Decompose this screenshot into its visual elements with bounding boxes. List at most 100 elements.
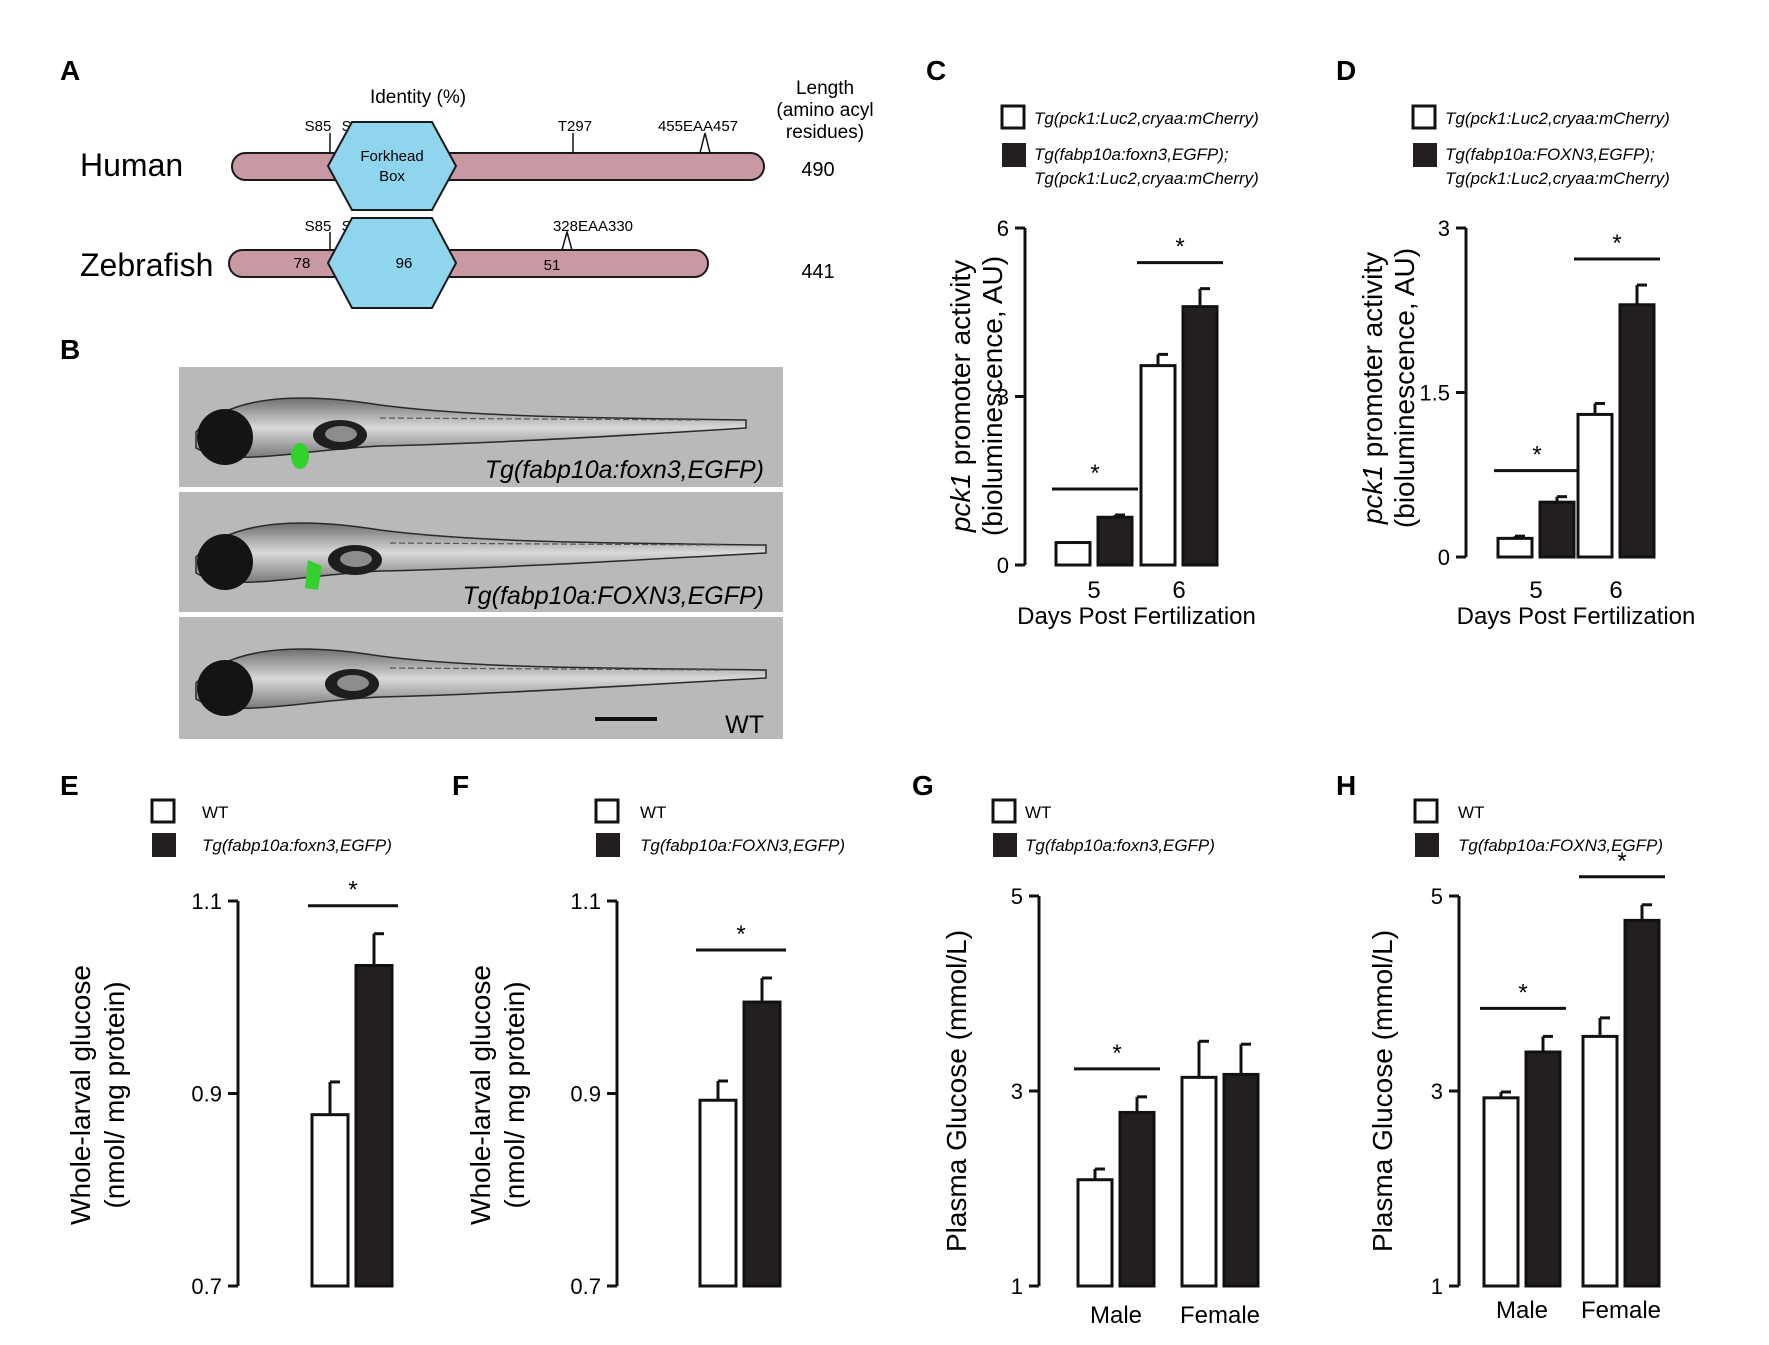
- y-tick-label: 3: [1438, 216, 1450, 241]
- y-axis-label-line1: pck1 promoter activity: [1357, 252, 1388, 525]
- legend-label-wt: WT: [640, 803, 666, 822]
- y-axis-label-line2: (nmol/ mg protein): [99, 981, 130, 1208]
- zebrafish-length: 441: [801, 261, 834, 283]
- y-tick-label: 5: [1431, 884, 1443, 909]
- larva-image-foxn3-human: Tg(fabp10a:FOXN3,EGFP): [179, 492, 783, 612]
- zebrafish-identity-3: 51: [544, 257, 561, 274]
- legend-label-transgenic: Tg(fabp10a:FOXN3,EGFP): [1458, 836, 1663, 855]
- zebrafish-identity-1: 78: [294, 255, 311, 272]
- legend-label-transgenic-1: Tg(fabp10a:FOXN3,EGFP);: [1445, 145, 1655, 164]
- bar-transgenic: [742, 1000, 782, 1288]
- significance-star: *: [1112, 1040, 1121, 1067]
- panel-a: A Identity (%) Length (amino acyl residu…: [60, 55, 874, 309]
- y-tick-label: 0: [997, 553, 1009, 578]
- zebrafish-identity-2: 96: [396, 255, 413, 272]
- significance-star: *: [736, 921, 745, 948]
- zebrafish-site-tick-eaa: [561, 229, 573, 251]
- panel-letter-f: F: [452, 770, 469, 801]
- y-tick-label: 3: [1431, 1079, 1443, 1104]
- y-axis-label: pck1 promoter activity(bioluminescence, …: [945, 256, 1008, 536]
- bar-control: [1180, 1075, 1218, 1288]
- y-tick-label: 3: [1011, 1079, 1023, 1104]
- bar-control: [1482, 1096, 1520, 1288]
- human-site-tick-eaa: [699, 132, 711, 154]
- x-axis-label: Days Post Fertilization: [1457, 603, 1696, 630]
- y-tick-label: 1: [1011, 1274, 1023, 1299]
- legend-swatch-transgenic: [596, 833, 620, 857]
- zebrafish-site-s85: S85: [305, 218, 332, 235]
- legend-label-transgenic-2: Tg(pck1:Luc2,cryaa:mCherry): [1034, 169, 1259, 188]
- x-category-label: 6: [1609, 577, 1622, 604]
- y-tick-label: 1: [1431, 1274, 1443, 1299]
- panel-letter-b: B: [60, 334, 80, 365]
- larva-label-foxn3-human: Tg(fabp10a:FOXN3,EGFP): [462, 582, 764, 610]
- bar-control: [1139, 364, 1177, 567]
- bar-control: [310, 1113, 350, 1288]
- y-tick-label: 1.5: [1419, 381, 1450, 406]
- larva-image-wt: WT: [179, 617, 783, 739]
- forkhead-label-1: Forkhead: [360, 148, 423, 165]
- y-axis-label-line2: (bioluminescence, AU): [1389, 248, 1420, 528]
- bar-transgenic: [1222, 1072, 1260, 1288]
- legend-swatch-wt: [1413, 798, 1439, 824]
- bar-transgenic: [1538, 500, 1576, 559]
- bar-transgenic: [1181, 305, 1219, 567]
- x-category-label: 5: [1087, 577, 1100, 604]
- bar-transgenic: [1118, 1110, 1156, 1288]
- bar-control: [1496, 536, 1534, 559]
- panel-letter-a: A: [60, 55, 80, 86]
- y-axis-label-line1: pck1 promoter activity: [945, 260, 976, 533]
- x-axis-label: Days Post Fertilization: [1017, 603, 1256, 630]
- y-tick-label: 0.7: [191, 1274, 222, 1299]
- y-axis-label-line1: Whole-larval glucose: [65, 965, 96, 1225]
- human-label: Human: [80, 147, 183, 183]
- legend-swatch-control: [1411, 104, 1437, 130]
- y-axis-label-line2: (bioluminescence, AU): [977, 256, 1008, 536]
- x-category-label: Male: [1496, 1297, 1548, 1324]
- larva-image-foxn3: Tg(fabp10a:foxn3,EGFP): [179, 367, 783, 487]
- legend-swatch-transgenic: [1413, 143, 1437, 167]
- zebrafish-site-eaa: 328EAA330: [553, 218, 633, 235]
- legend-label-transgenic-1: Tg(fabp10a:foxn3,EGFP);: [1034, 145, 1229, 164]
- y-axis-label: Plasma Glucose (mmol/L): [1367, 930, 1398, 1252]
- legend-label-transgenic: Tg(fabp10a:foxn3,EGFP): [1025, 836, 1215, 855]
- bar-control: [1076, 1178, 1114, 1288]
- length-label-2: (amino acyl: [776, 100, 873, 121]
- human-length: 490: [801, 159, 834, 181]
- zebrafish-label: Zebrafish: [80, 247, 213, 283]
- legend-swatch-wt: [594, 798, 620, 824]
- legend-d: Tg(pck1:Luc2,cryaa:mCherry) Tg(fabp10a:F…: [1411, 104, 1670, 188]
- y-axis-label: Whole-larval glucose(nmol/ mg protein): [65, 965, 130, 1225]
- legend-swatch-control: [1000, 104, 1026, 130]
- x-category-label: 5: [1529, 577, 1542, 604]
- y-axis-label-line1: Plasma Glucose (mmol/L): [1367, 930, 1398, 1252]
- larva-label-wt: WT: [725, 711, 764, 739]
- significance-star: *: [348, 877, 357, 904]
- y-tick-label: 1.1: [570, 889, 601, 914]
- length-label-1: Length: [796, 78, 854, 99]
- significance-star: *: [1518, 979, 1527, 1006]
- bar-chart-d: 0 1.5 3 pck1 promoter activity(bioluminesce…: [1357, 216, 1695, 630]
- panel-b: B Tg(fabp10a:foxn3,EGFP) Tg(fabp10a:FOXN…: [60, 334, 783, 739]
- legend-swatch-wt: [991, 798, 1017, 824]
- forkhead-label-2: Box: [379, 168, 405, 185]
- legend-label-wt: WT: [1025, 803, 1051, 822]
- y-tick-label: 0: [1438, 545, 1450, 570]
- bar-control: [1576, 412, 1614, 559]
- significance-star: *: [1090, 460, 1099, 487]
- legend-label-wt: WT: [202, 803, 228, 822]
- x-category-label: 6: [1172, 577, 1185, 604]
- panel-letter-e: E: [60, 770, 79, 801]
- y-axis-label: Plasma Glucose (mmol/L): [941, 930, 972, 1252]
- y-axis-label: pck1 promoter activity(bioluminescence, …: [1357, 248, 1420, 528]
- y-axis-label-line1: Whole-larval glucose: [465, 965, 496, 1225]
- bar-transgenic: [1524, 1050, 1562, 1288]
- human-site-t297: T297: [558, 118, 592, 135]
- y-axis-label-line2: (nmol/ mg protein): [499, 981, 530, 1208]
